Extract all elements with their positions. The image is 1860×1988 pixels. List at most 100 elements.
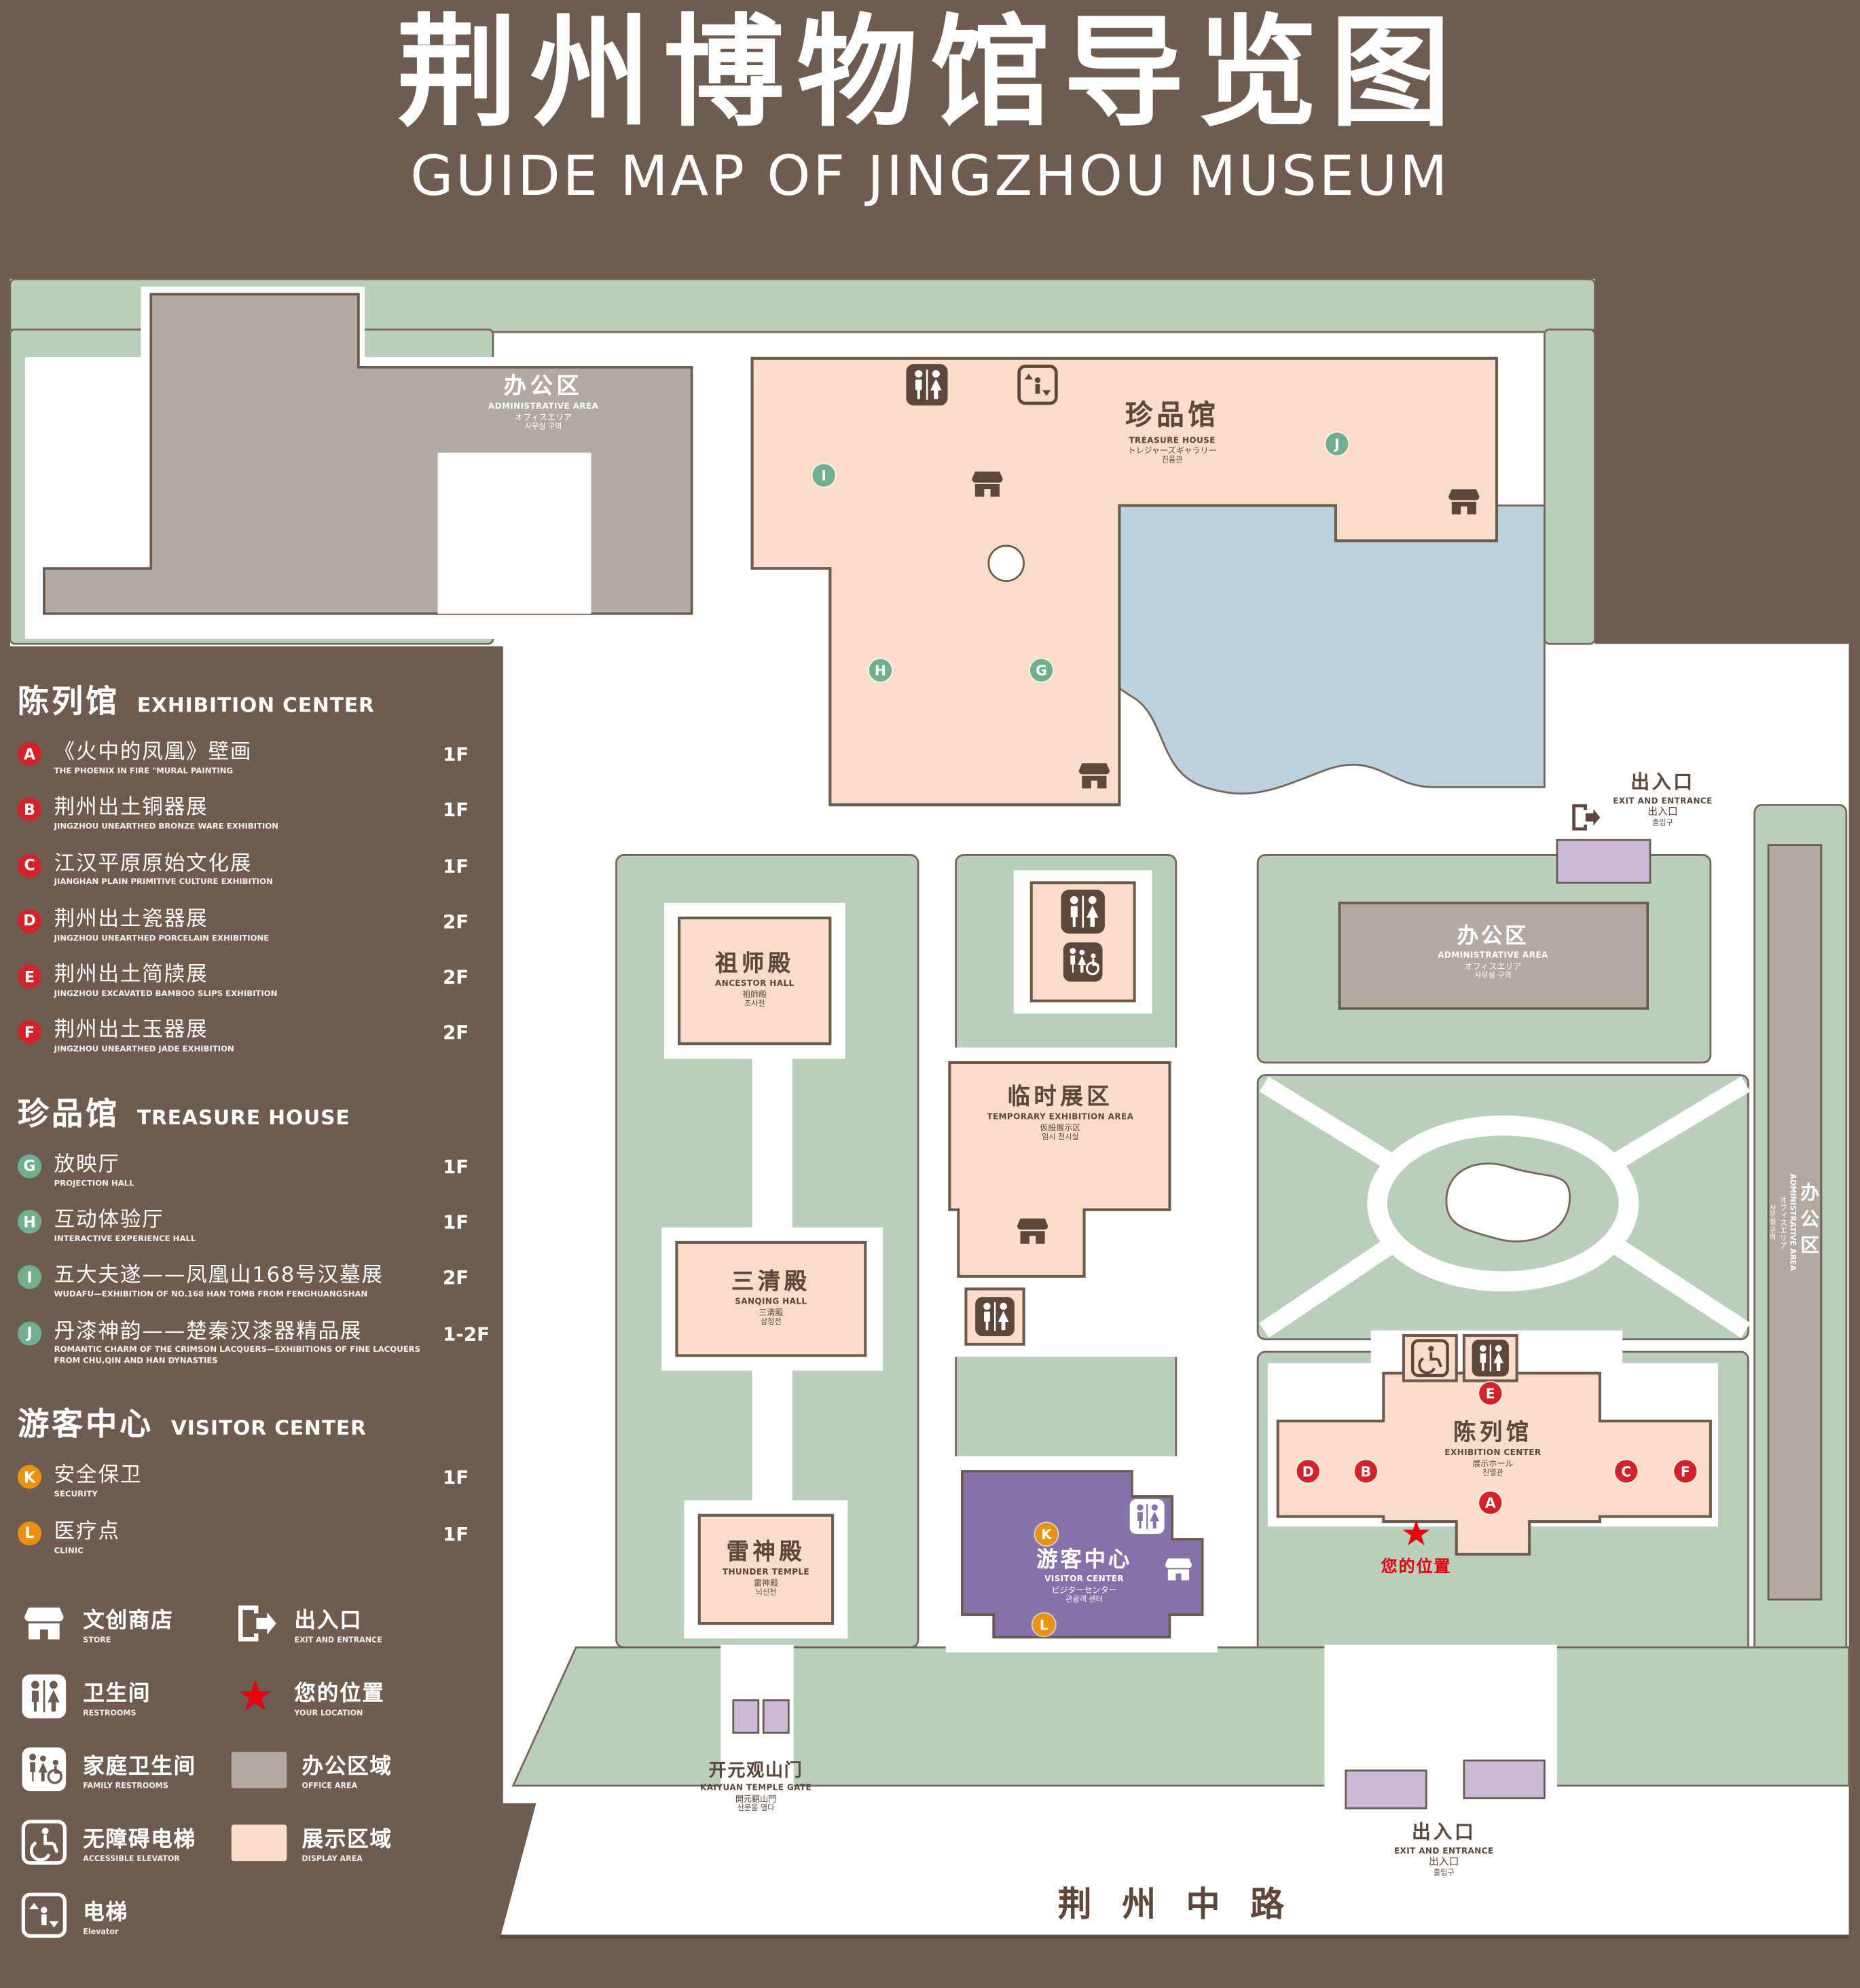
map-marker-l: L: [1032, 1613, 1055, 1636]
map-marker-b: B: [1354, 1460, 1378, 1483]
badge-c: C: [17, 853, 42, 878]
store-icon: [1445, 483, 1483, 521]
pond: [1445, 1162, 1571, 1242]
entrance-pad-bottom-1: [1345, 1769, 1427, 1809]
thunder-temple-building: [697, 1513, 835, 1625]
restroom-icon: [974, 1295, 1017, 1338]
restroom-icon: [1470, 1338, 1510, 1378]
restroom-icon: [20, 1672, 68, 1720]
your-location: ★ 您的位置: [1381, 1513, 1452, 1577]
entrance-pad-bottom-2: [1463, 1759, 1546, 1799]
legend-section-treasure-house: 珍品馆 TREASURE HOUSE: [17, 1094, 350, 1132]
badge-i: I: [17, 1265, 42, 1290]
map-marker-h: H: [869, 659, 892, 682]
display-area-swatch: [231, 1824, 287, 1861]
accessible-elevator-icon: [20, 1818, 68, 1866]
family-restroom-icon: [20, 1746, 68, 1793]
road-label: 荆州中路: [1057, 1885, 1315, 1925]
page-title: 荆州博物馆导览图: [397, 2, 1463, 144]
badge-k: K: [17, 1465, 42, 1490]
sanqing-hall-building: [675, 1240, 867, 1357]
family-restroom-icon: [1061, 940, 1104, 983]
badge-b: B: [17, 797, 42, 822]
map-marker-f: F: [1674, 1460, 1697, 1483]
admin-building-right: [1338, 901, 1649, 1010]
legend-section-visitor-center: 游客中心 VISITOR CENTER: [17, 1406, 367, 1443]
road-area: [500, 1785, 1849, 1937]
store-icon: [1076, 757, 1114, 795]
badge-h: H: [17, 1209, 42, 1234]
gate-pad-1: [732, 1699, 760, 1734]
restroom-icon: [905, 362, 950, 407]
elevator-icon: [1016, 363, 1059, 406]
badge-e: E: [17, 964, 42, 989]
map-marker-j: J: [1326, 432, 1349, 456]
restroom-icon: [1128, 1498, 1166, 1536]
page-subtitle: GUIDE MAP OF JINGZHOU MUSEUM: [410, 144, 1451, 209]
temporary-exhibition-building: [948, 1061, 1171, 1278]
treasure-house-building: [750, 356, 1499, 807]
gate-pad-2: [762, 1699, 790, 1734]
exit-icon: [1567, 800, 1603, 835]
restroom-icon: [1059, 888, 1106, 936]
map-marker-d: D: [1296, 1460, 1319, 1483]
map-marker-c: C: [1615, 1460, 1638, 1483]
map-marker-k: K: [1035, 1522, 1058, 1546]
map-marker-g: G: [1029, 659, 1053, 682]
badge-j: J: [17, 1321, 42, 1346]
legend-section-exhibition-center: 陈列馆 EXHIBITION CENTER: [17, 682, 375, 720]
badge-d: D: [17, 908, 42, 934]
badge-f: F: [17, 1020, 42, 1045]
store-icon: [1162, 1553, 1195, 1585]
store-icon: [20, 1600, 68, 1647]
store-icon: [968, 465, 1006, 503]
elevator-icon: [20, 1892, 68, 1939]
admin-building-side: [1767, 844, 1823, 1601]
exhibition-center-building: [1276, 1372, 1712, 1556]
store-icon: [1014, 1212, 1052, 1250]
map-marker-i: I: [812, 464, 835, 487]
ancestor-hall-building: [678, 916, 832, 1046]
badge-g: G: [17, 1154, 42, 1179]
location-star-icon: ★: [1400, 1513, 1432, 1555]
map-marker-e: E: [1479, 1382, 1502, 1405]
entrance-pad-right: [1556, 839, 1652, 884]
badge-l: L: [17, 1521, 42, 1545]
header: 荆州博物馆导览图 GUIDE MAP OF JINGZHOU MUSEUM: [0, 10, 1860, 208]
